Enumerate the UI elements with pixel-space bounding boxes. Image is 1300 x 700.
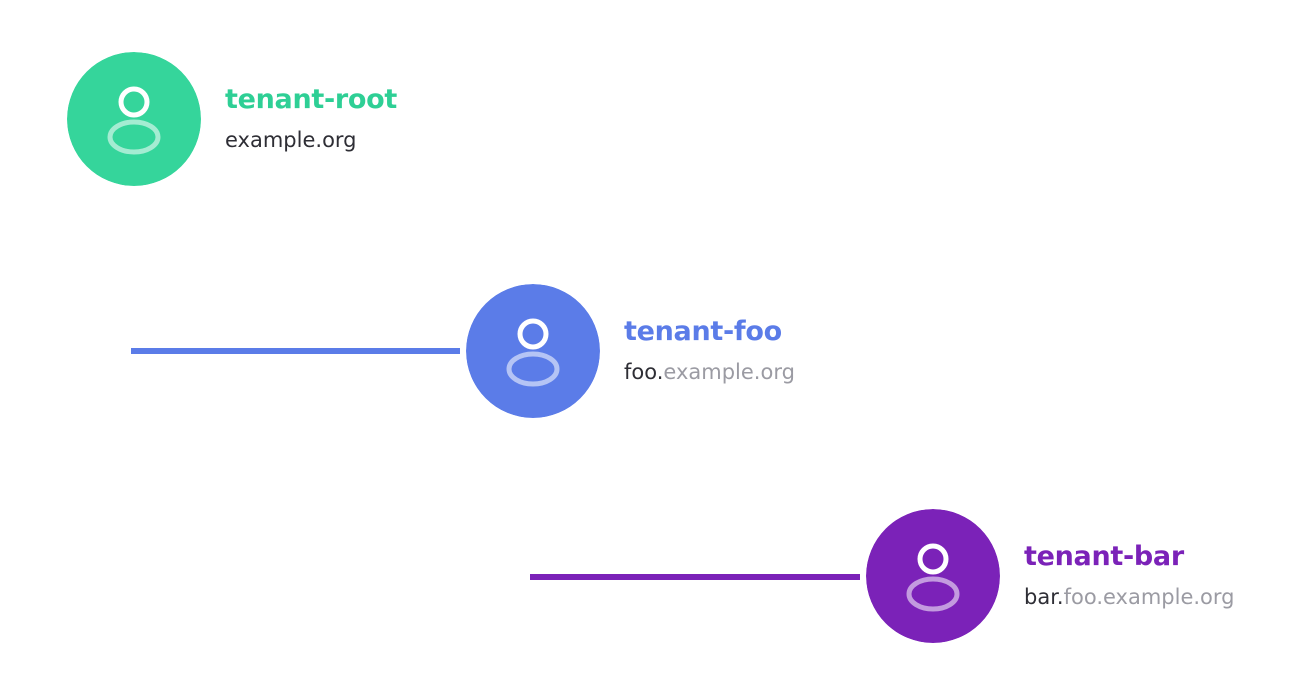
node-title-tenant-bar: tenant-bar [1024,541,1184,573]
user-avatar-icon-body [506,351,560,387]
avatar-tenant-bar [866,509,1000,643]
node-title-tenant-foo: tenant-foo [624,316,782,348]
node-tenant-root[interactable]: tenant-root example.org [67,52,397,186]
avatar-tenant-root [67,52,201,186]
user-avatar-icon-head [517,318,549,350]
node-domain-tenant-bar: bar.foo.example.org [1024,585,1235,610]
node-tenant-foo[interactable]: tenant-foo foo.example.org [466,284,795,418]
avatar-background-circle [466,284,600,418]
node-domain-own-tenant-root: example.org [225,128,357,153]
node-title-tenant-root: tenant-root [225,84,398,116]
edge-root-to-foo [131,190,460,354]
avatar-tenant-foo [466,284,600,418]
user-avatar-icon-body [107,119,161,155]
node-domain-own-tenant-bar: bar. [1024,585,1064,610]
node-domain-tenant-root: example.org [225,128,397,153]
avatar-background-circle [67,52,201,186]
node-tenant-bar[interactable]: tenant-bar bar.foo.example.org [866,509,1235,643]
user-avatar-icon-head [917,543,949,575]
node-domain-inherited-tenant-bar: foo.example.org [1063,585,1235,610]
avatar-background-circle [866,509,1000,643]
node-domain-own-tenant-foo: foo. [624,360,664,385]
node-label-group-tenant-root: tenant-root example.org [225,84,397,153]
node-label-group-tenant-foo: tenant-foo foo.example.org [624,316,795,385]
user-avatar-icon-head [118,86,150,118]
node-domain-tenant-foo: foo.example.org [624,360,795,385]
edge-foo-to-bar [530,421,860,580]
node-domain-inherited-tenant-foo: example.org [663,360,795,385]
user-avatar-icon-body [906,576,960,612]
node-label-group-tenant-bar: tenant-bar bar.foo.example.org [1024,541,1235,610]
